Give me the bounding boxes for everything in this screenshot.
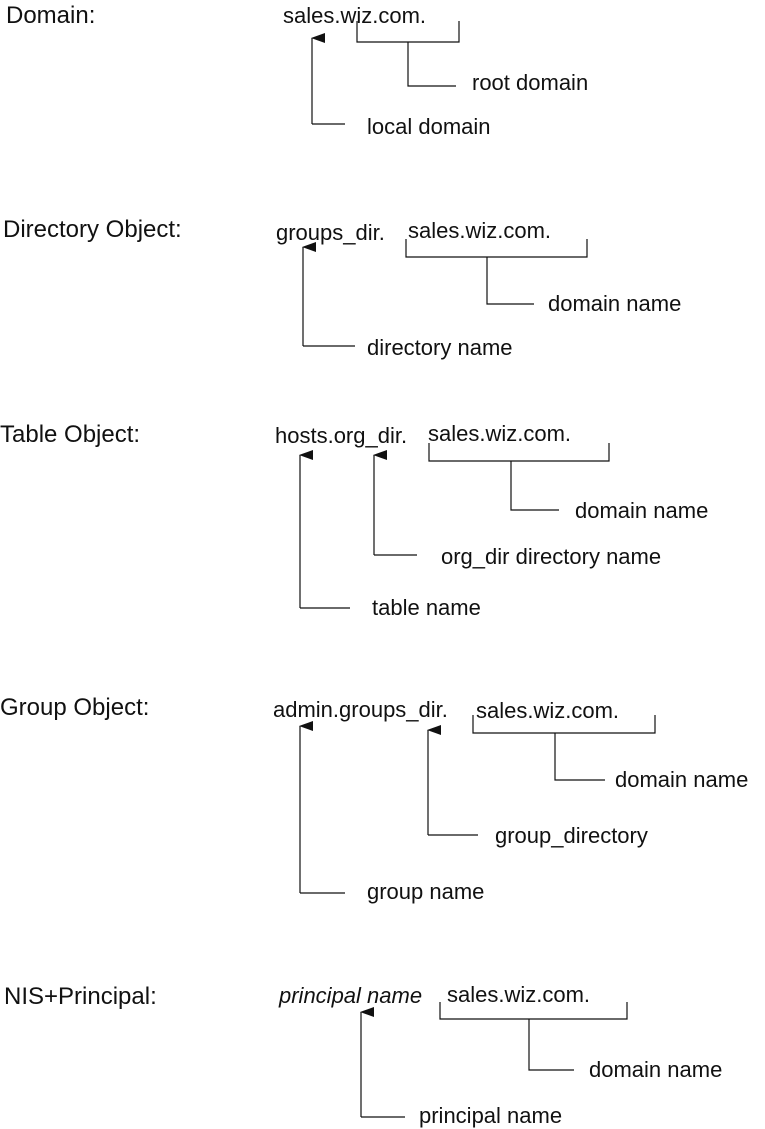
table-domain-name-label: domain name xyxy=(575,498,709,523)
domain-section-label: Domain: xyxy=(6,2,96,29)
group-section-label: Group Object: xyxy=(0,694,150,721)
principal-name-label: principal name xyxy=(419,1103,563,1128)
principal-domain-name-label: domain name xyxy=(589,1057,723,1082)
principal-domain-text: sales.wiz.com. xyxy=(447,982,591,1007)
domain-name-text: sales.wiz.com. xyxy=(283,3,427,28)
group-domain-bracket xyxy=(472,715,656,734)
principal-domain-connector xyxy=(528,1019,574,1071)
principal-prefix-text: principal name xyxy=(279,983,423,1008)
table-prefix-text: hosts.org_dir. xyxy=(275,423,408,448)
group-prefix-text: admin.groups_dir. xyxy=(273,697,448,722)
group-domain-name-label: domain name xyxy=(615,767,749,792)
directory-domain-bracket xyxy=(405,239,588,258)
org-dir-directory-name-label: org_dir directory name xyxy=(441,544,662,569)
directory-prefix-text: groups_dir. xyxy=(276,220,385,245)
principal-section-label: NIS+Principal: xyxy=(4,983,157,1010)
root-domain-label: root domain xyxy=(472,70,589,95)
table-name-label: table name xyxy=(372,595,481,620)
local-domain-label: local domain xyxy=(367,114,491,139)
table-domain-bracket xyxy=(428,443,610,462)
group-directory-label: group_directory xyxy=(495,823,648,848)
root-domain-connector xyxy=(407,42,456,87)
group-domain-connector xyxy=(554,733,605,781)
principal-domain-bracket xyxy=(439,1002,628,1020)
table-domain-connector xyxy=(510,461,559,511)
group-domain-text: sales.wiz.com. xyxy=(476,698,620,723)
table-section-label: Table Object: xyxy=(0,421,141,448)
directory-domain-name-label: domain name xyxy=(548,291,682,316)
directory-section-label: Directory Object: xyxy=(3,216,182,243)
directory-domain-connector xyxy=(486,257,534,305)
directory-domain-text: sales.wiz.com. xyxy=(408,218,552,243)
directory-name-label: directory name xyxy=(367,335,513,360)
group-name-label: group name xyxy=(367,879,485,904)
table-domain-text: sales.wiz.com. xyxy=(428,421,572,446)
